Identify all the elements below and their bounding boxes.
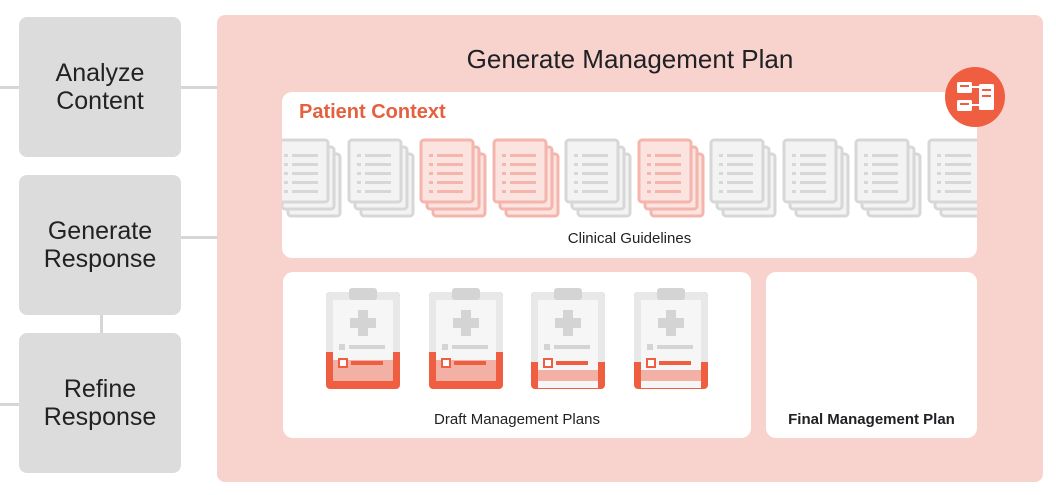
- step-analyze-content: Analyze Content: [19, 17, 181, 157]
- guideline-documents: [282, 138, 977, 220]
- document-stack-icon: [637, 138, 707, 220]
- clipboard-plan-icon: [528, 286, 608, 397]
- final-plan-caption: Final Management Plan: [788, 411, 955, 428]
- clipboard-plan-icon: [631, 286, 711, 397]
- document-stack-icon: [927, 138, 977, 220]
- clinical-guidelines-caption: Clinical Guidelines: [567, 230, 692, 247]
- step-refine-response: Refine Response: [19, 333, 181, 473]
- clipboard-plan-icon: [323, 286, 403, 397]
- step-analyze-label: Analyze Content: [55, 59, 145, 115]
- connector-line-analyze-left: [0, 86, 19, 89]
- draft-plans-caption: Draft Management Plans: [434, 411, 600, 428]
- document-stack-icon: [419, 138, 489, 220]
- document-stack-icon: [564, 138, 634, 220]
- document-stack-icon: [782, 138, 852, 220]
- final-plan-card: [766, 272, 977, 438]
- step-generate-label: Generate Response: [43, 217, 157, 273]
- connector-line-generate-right: [181, 236, 217, 239]
- draft-plan-clipboards: [283, 286, 751, 396]
- connector-line-refine-left: [0, 403, 19, 406]
- document-stack-icon: [492, 138, 562, 220]
- document-stack-icon: [282, 138, 344, 220]
- step-refine-label: Refine Response: [43, 375, 157, 431]
- patient-context-title: Patient Context: [299, 101, 446, 123]
- connector-line-analyze-right: [181, 86, 217, 89]
- document-stack-icon: [347, 138, 417, 220]
- document-stack-icon: [854, 138, 924, 220]
- plan-structure-icon: [945, 67, 1005, 127]
- panel-title: Generate Management Plan: [466, 44, 794, 74]
- document-stack-icon: [709, 138, 779, 220]
- clipboard-plan-icon: [426, 286, 506, 397]
- step-generate-response: Generate Response: [19, 175, 181, 315]
- connector-line-generate-refine: [100, 313, 103, 333]
